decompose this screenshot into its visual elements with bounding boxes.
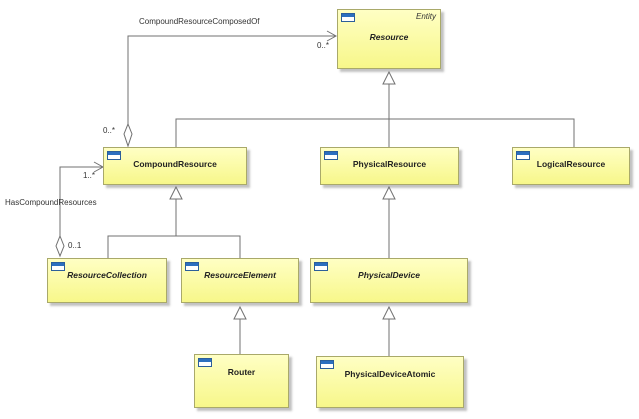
class-icon bbox=[185, 262, 199, 271]
aggregation-diamond-composed bbox=[123, 122, 133, 148]
multiplicity-has-compound-source: 0..1 bbox=[68, 241, 82, 250]
class-icon bbox=[320, 360, 334, 369]
class-resource-element[interactable]: ResourceElement bbox=[181, 258, 299, 303]
association-arrow-composed bbox=[326, 30, 338, 42]
multiplicity-composed-target: 0..* bbox=[317, 41, 330, 50]
class-icon bbox=[198, 358, 212, 367]
generalization-element-to-compound bbox=[176, 235, 241, 258]
association-has-compound bbox=[59, 166, 103, 238]
class-resource-collection[interactable]: ResourceCollection bbox=[47, 258, 167, 303]
class-icon bbox=[51, 262, 65, 271]
generalization-arrow-physical bbox=[382, 185, 396, 200]
association-label-composed-of: CompoundResourceComposedOf bbox=[139, 17, 260, 26]
multiplicity-composed-source: 0..* bbox=[103, 126, 116, 135]
aggregation-diamond-has-compound bbox=[55, 234, 65, 258]
class-name: Resource bbox=[369, 32, 409, 42]
class-icon bbox=[324, 151, 338, 160]
class-resource[interactable]: Entity Resource bbox=[337, 9, 441, 69]
multiplicity-has-compound-target: 1..* bbox=[83, 171, 96, 180]
class-logical-resource[interactable]: LogicalResource bbox=[512, 147, 630, 185]
class-name: ResourceElement bbox=[204, 270, 276, 280]
class-name: Router bbox=[227, 367, 256, 377]
association-composed-of bbox=[127, 35, 336, 125]
generalization-compound-to-resource bbox=[175, 84, 390, 147]
class-name: LogicalResource bbox=[536, 159, 606, 169]
class-name: PhysicalDeviceAtomic bbox=[344, 369, 436, 379]
class-router[interactable]: Router bbox=[194, 354, 289, 408]
association-label-has-compound: HasCompoundResources bbox=[5, 198, 97, 207]
class-name: CompoundResource bbox=[133, 159, 217, 169]
generalization-arrow-device bbox=[382, 305, 396, 320]
class-name: ResourceCollection bbox=[67, 270, 147, 280]
class-physical-device-atomic[interactable]: PhysicalDeviceAtomic bbox=[316, 356, 464, 408]
generalization-arrow-resource bbox=[382, 70, 396, 85]
generalization-collection-to-compound bbox=[107, 198, 177, 258]
class-physical-device[interactable]: PhysicalDevice bbox=[310, 258, 468, 303]
class-icon bbox=[516, 151, 530, 160]
class-icon bbox=[107, 151, 121, 160]
class-icon bbox=[314, 262, 328, 271]
class-name: PhysicalDevice bbox=[358, 270, 420, 280]
generalization-arrow-element bbox=[233, 305, 247, 320]
class-name: PhysicalResource bbox=[352, 159, 427, 169]
generalization-arrow-compound bbox=[169, 185, 183, 200]
class-physical-resource[interactable]: PhysicalResource bbox=[320, 147, 459, 185]
generalization-logical-to-resource bbox=[389, 118, 575, 147]
class-icon bbox=[341, 13, 355, 22]
stereotype-label: Entity bbox=[415, 12, 436, 21]
class-compound-resource[interactable]: CompoundResource bbox=[103, 147, 247, 185]
